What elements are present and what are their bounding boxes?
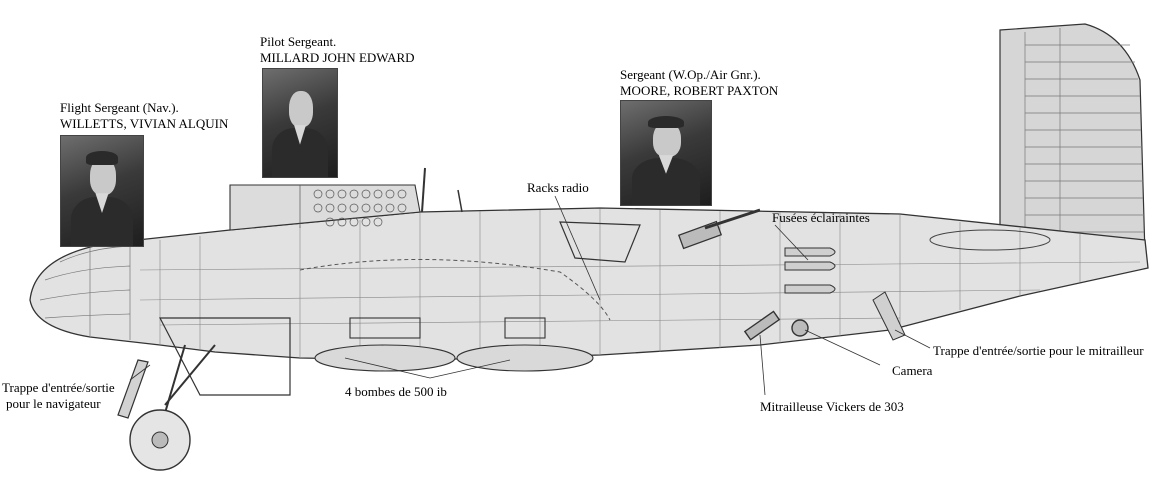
label-trappe-nav-1: Trappe d'entrée/sortie — [2, 380, 115, 395]
crew-photo-moore — [620, 100, 712, 206]
antenna-mast-2 — [457, 189, 463, 213]
leader-lines — [129, 195, 931, 396]
label-racks-radio: Racks radio — [527, 180, 589, 195]
rear-window — [929, 229, 1051, 251]
label-trappe-nav-2: pour le navigateur — [6, 396, 101, 411]
flares — [784, 247, 836, 294]
landing-gear — [129, 344, 216, 471]
cable-run — [299, 258, 611, 321]
crew-photo-millard — [262, 68, 338, 178]
radio-rack — [559, 221, 641, 263]
vickers-gun — [743, 310, 809, 341]
fuselage — [29, 207, 1149, 361]
label-bombes: 4 bombes de 500 ib — [345, 384, 447, 399]
dorsal-gun — [677, 208, 761, 250]
label-vickers: Mitrailleuse Vickers de 303 — [760, 399, 904, 414]
crew-name-moore: MOORE, ROBERT PAXTON — [620, 83, 779, 98]
crew-rank-moore: Sergeant (W.Op./Air Gnr.). — [620, 67, 761, 82]
label-fusees: Fusées éclairaintes — [772, 210, 870, 225]
crew-rank-willetts: Flight Sergeant (Nav.). — [60, 100, 179, 115]
label-camera: Camera — [892, 363, 933, 378]
cockpit-canopy — [229, 184, 421, 231]
tail-fin — [999, 23, 1146, 256]
crew-name-willetts: WILLETTS, VIVIAN ALQUIN — [60, 116, 229, 131]
label-trappe-mitrailleur: Trappe d'entrée/sortie pour le mitraille… — [933, 343, 1144, 358]
navigator-hatch — [117, 317, 291, 419]
canopy-portholes — [299, 185, 407, 228]
crew-name-millard: MILLARD JOHN EDWARD — [260, 50, 415, 65]
antenna-mast — [421, 167, 426, 213]
crew-photo-willetts — [60, 135, 144, 247]
crew-rank-millard: Pilot Sergeant. — [260, 34, 337, 49]
